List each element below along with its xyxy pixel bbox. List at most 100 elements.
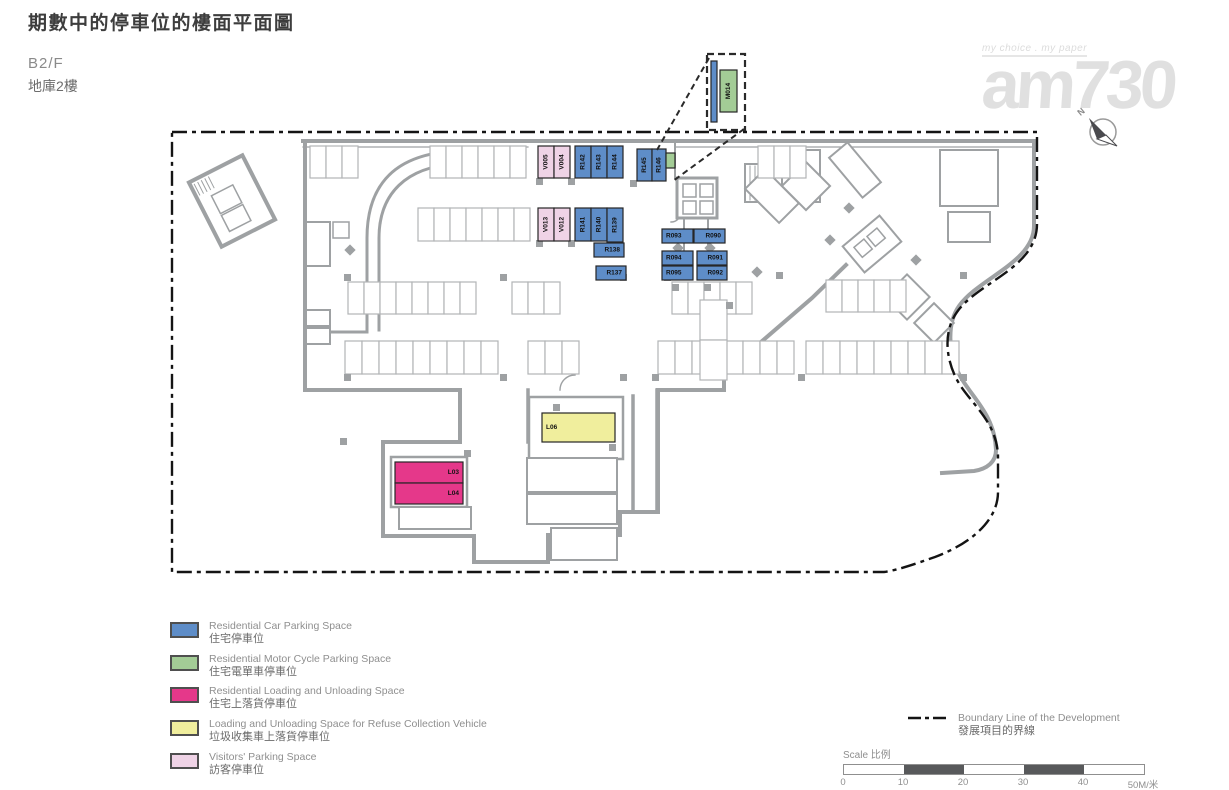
- parking-stall-empty: [735, 281, 753, 315]
- structural-column: [620, 374, 627, 381]
- stall-label: R144: [612, 154, 619, 170]
- stall-label: R093: [666, 233, 682, 240]
- stall-label: R091: [707, 255, 723, 262]
- parking-stall-empty: [856, 340, 875, 375]
- parking-stall-empty: [412, 340, 431, 375]
- stall-R092: R092: [696, 265, 728, 281]
- parking-stall-empty: [511, 281, 529, 315]
- stall-label: L04: [448, 490, 460, 497]
- legend-label-zh: 訪客停車位: [209, 763, 264, 776]
- parking-stall-empty: [395, 281, 413, 315]
- parking-stall-empty: [309, 145, 327, 179]
- parking-stall-empty: [889, 279, 907, 313]
- parking-stall-empty: [411, 281, 429, 315]
- legend-label-en: Visitors' Parking Space: [209, 750, 317, 763]
- stall-label: R095: [666, 270, 682, 277]
- legend-label-en: Residential Loading and Unloading Space: [209, 685, 405, 698]
- legend-label-zh: 垃圾收集車上落貨停車位: [209, 731, 330, 744]
- scale-tick: 10: [897, 777, 909, 788]
- parking-stall-empty: [941, 340, 960, 375]
- parking-stall-empty: [341, 145, 359, 179]
- tilted-stair-building: [186, 152, 278, 250]
- parking-stall-empty: [699, 339, 728, 381]
- stall-label: L06: [546, 424, 558, 431]
- stall-label: R146: [656, 157, 663, 173]
- parking-stall-empty: [657, 340, 676, 375]
- boundary-legend-zh: 發展項目的界線: [958, 725, 1035, 738]
- parking-stall-empty: [429, 145, 447, 179]
- room: [398, 506, 472, 530]
- structural-column: [344, 274, 351, 281]
- parking-stall-empty: [757, 145, 775, 179]
- scale-segment: [1084, 765, 1144, 774]
- structural-column: [776, 272, 783, 279]
- parking-stall-empty: [417, 207, 435, 242]
- stall-label: V012: [559, 217, 566, 233]
- structural-column: [704, 284, 711, 291]
- room: [305, 221, 331, 267]
- stall-label: V005: [543, 154, 550, 170]
- stall-label: R142: [580, 154, 587, 170]
- parking-stall-empty: [873, 279, 891, 313]
- parking-stall-empty: [497, 207, 515, 242]
- structural-column: [568, 240, 575, 247]
- stall-label: V013: [543, 217, 550, 233]
- parking-stall-empty: [325, 145, 343, 179]
- structural-column: [726, 302, 733, 309]
- callout-leader-line: [656, 57, 710, 151]
- north-arrow-icon: N: [1075, 106, 1118, 147]
- structural-column: [500, 274, 507, 281]
- parking-stall-empty: [839, 340, 858, 375]
- room: [305, 309, 331, 327]
- stall-R142: R142: [574, 145, 592, 179]
- legend-label-zh: 住宅電單車停車位: [209, 665, 297, 678]
- diagonal-room: [912, 301, 956, 345]
- parking-stall-empty: [924, 340, 943, 375]
- scale-segment: [844, 765, 904, 774]
- north-label: N: [1075, 106, 1086, 118]
- legend-label-zh: 住宅上落貨停車位: [209, 698, 297, 711]
- scale-tick: 0: [840, 777, 846, 788]
- stall-V004: V004: [553, 145, 571, 179]
- stall-R141: R141: [574, 207, 592, 242]
- stall-L06: L06: [541, 412, 616, 443]
- legend-label-zh: 住宅停車位: [209, 633, 264, 646]
- room: [550, 527, 618, 561]
- parking-stall-empty: [773, 145, 791, 179]
- parking-stall-empty: [890, 340, 909, 375]
- parking-stall-empty: [513, 207, 531, 242]
- structural-column: [910, 254, 922, 266]
- parking-stall-empty: [433, 207, 451, 242]
- stall-label: R139: [612, 217, 619, 233]
- stall-R137: R137: [595, 265, 627, 281]
- stall-R093: R093: [661, 228, 694, 244]
- structural-column: [960, 272, 967, 279]
- diagonal-room: [827, 140, 883, 200]
- legend-item-refuse: Loading and Unloading Space for Refuse C…: [170, 718, 487, 744]
- stall-label: R141: [580, 216, 587, 232]
- stall-M014: M014: [719, 69, 738, 113]
- stall-R143: R143: [590, 145, 608, 179]
- stall-label: R092: [707, 270, 723, 277]
- legend-swatch-res: [170, 622, 199, 638]
- stall-label: V004: [559, 154, 566, 170]
- structural-column: [630, 180, 637, 187]
- stall-label: L03: [448, 469, 460, 476]
- parking-stall-empty: [674, 340, 693, 375]
- scale-segment: [1024, 765, 1084, 774]
- parking-stall-empty: [344, 340, 363, 375]
- scale-bar: [843, 764, 1145, 775]
- parking-stall-empty: [481, 207, 499, 242]
- stall-unlabeled: [665, 152, 676, 169]
- stall-V012: V012: [553, 207, 571, 242]
- structural-column: [609, 444, 616, 451]
- structural-column: [536, 178, 543, 185]
- stall-R091: R091: [696, 250, 728, 266]
- structural-column: [824, 234, 836, 246]
- boundary-line-sample: [908, 716, 948, 720]
